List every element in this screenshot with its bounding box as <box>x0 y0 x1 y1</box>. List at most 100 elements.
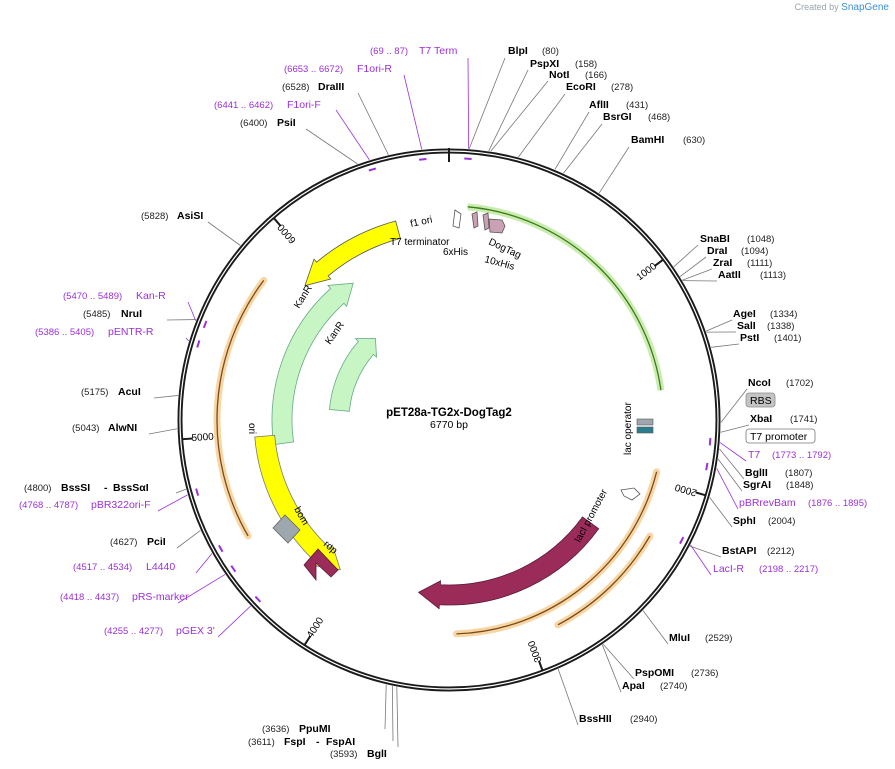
enzyme-pos: (6400) <box>240 118 267 129</box>
dogtag-feature[interactable] <box>488 218 506 234</box>
enzyme-bamhi[interactable]: BamHI <box>631 134 664 146</box>
his6-feature[interactable] <box>471 211 479 229</box>
green-arc-halo <box>467 203 665 391</box>
enzyme-aatii[interactable]: AatII <box>718 269 741 281</box>
enzyme-xbai[interactable]: XbaI <box>750 413 772 425</box>
enzyme-leader <box>720 388 748 423</box>
enzyme-bstapi[interactable]: BstAPI <box>722 545 757 557</box>
tick-mark <box>182 437 193 441</box>
kanr-inner-label[interactable]: KanR <box>323 320 346 347</box>
primer-pbr322ori-f[interactable]: pBR322ori-F <box>91 499 151 511</box>
enzyme-leader <box>305 128 358 165</box>
enzyme-sgrai[interactable]: SgrAI <box>743 479 771 491</box>
primer-pbrrevbam[interactable]: pBRrevBam <box>739 497 796 509</box>
kanr-outer-arrow[interactable] <box>271 282 354 446</box>
t7-promoter-label[interactable]: T7 promoter <box>750 431 808 443</box>
primer-l4440[interactable]: L4440 <box>146 561 175 573</box>
primer-leader <box>217 605 251 638</box>
primer-kan-r[interactable]: Kan-R <box>136 290 166 302</box>
enzyme-sphi[interactable]: SphI <box>733 515 756 527</box>
primer-site-marker <box>230 565 237 573</box>
primer-f1ori-r[interactable]: F1ori-R <box>357 63 392 75</box>
enzyme-aflii[interactable]: AflII <box>589 99 609 111</box>
his10-feature[interactable] <box>482 212 490 231</box>
primer-leader <box>185 337 190 342</box>
enzyme-asisi[interactable]: AsiSI <box>177 210 203 222</box>
enzyme-leader <box>391 686 394 742</box>
f1-ori-arrow[interactable] <box>304 220 401 287</box>
primer-f1ori-f[interactable]: F1ori-F <box>287 99 321 111</box>
rop-arrow[interactable] <box>303 548 339 582</box>
primer-pentr-r[interactable]: pENTR-R <box>108 326 154 338</box>
enzyme-pos: (4627) <box>110 537 137 548</box>
leader-lines <box>148 57 750 748</box>
primer-laci-r[interactable]: LacI-R <box>713 563 744 575</box>
enzyme-fspai[interactable]: FspAI <box>326 736 355 748</box>
separator: - <box>104 482 108 494</box>
enzyme-noti[interactable]: NotI <box>549 69 569 81</box>
enzyme-bsssi[interactable]: BssSI <box>61 482 90 494</box>
enzyme-snabi[interactable]: SnaBI <box>700 233 730 245</box>
enzyme-bgli[interactable]: BglI <box>367 748 387 760</box>
enzyme-acui[interactable]: AcuI <box>118 386 141 398</box>
snapgene-branding: Created by SnapGene <box>795 2 889 13</box>
bom-feature[interactable] <box>272 514 301 544</box>
enzyme-pcii[interactable]: PciI <box>147 536 166 548</box>
enzyme-leader <box>602 643 635 680</box>
enzyme-pspxi[interactable]: PspXI <box>530 58 559 70</box>
primer-leader <box>335 109 370 161</box>
kanr-inner-arrow[interactable] <box>329 337 378 412</box>
enzyme-bsrgi[interactable]: BsrGI <box>603 111 632 123</box>
primer-leader <box>177 574 226 604</box>
ori-label[interactable]: ori <box>246 423 257 434</box>
enzyme-fspi[interactable]: FspI <box>284 736 306 748</box>
enzyme-sali[interactable]: SalI <box>737 320 756 332</box>
t7-terminator-feature[interactable] <box>452 209 462 229</box>
enzyme-psti[interactable]: PstI <box>740 332 759 344</box>
primer-t7[interactable]: T7 <box>748 449 760 461</box>
primer-range: (5386 .. 5405) <box>35 327 94 338</box>
enzyme-pos: (166) <box>585 70 607 81</box>
lac-operator-label[interactable]: lac operator <box>623 402 634 455</box>
primer-pgex3[interactable]: pGEX 3' <box>176 625 215 637</box>
f1-ori-label[interactable]: f1 ori <box>409 215 433 230</box>
enzyme-leader <box>717 458 743 492</box>
enzyme-ecori[interactable]: EcoRI <box>566 81 596 93</box>
kanr-outer-label[interactable]: KanR <box>292 284 315 311</box>
laci-arrow[interactable] <box>417 516 600 610</box>
rbs-label[interactable]: RBS <box>750 395 772 407</box>
enzyme-alwni[interactable]: AlwNI <box>108 422 137 434</box>
enzyme-drai[interactable]: DraI <box>707 245 728 257</box>
enzyme-apai[interactable]: ApaI <box>622 680 645 692</box>
enzyme-ncoi[interactable]: NcoI <box>748 377 771 389</box>
primer-site-marker <box>218 544 224 553</box>
ori-arrow[interactable] <box>254 434 341 571</box>
primer-prs-marker[interactable]: pRS-marker <box>132 591 189 603</box>
enzyme-bsshii[interactable]: BssHII <box>579 713 612 725</box>
lac-operator-feature[interactable] <box>636 418 654 426</box>
enzyme-zrai[interactable]: ZraI <box>713 257 732 269</box>
orange-arc-laci-outer[interactable] <box>456 471 658 635</box>
enzyme-agei[interactable]: AgeI <box>733 308 756 320</box>
enzyme-mlui[interactable]: MluI <box>669 632 690 644</box>
orange-arc-kan[interactable] <box>216 279 265 537</box>
enzyme-ppumi[interactable]: PpuMI <box>299 723 331 735</box>
t7-region-arc[interactable] <box>467 206 662 391</box>
rbs-feature[interactable] <box>636 426 654 434</box>
enzyme-draiii[interactable]: DraIII <box>318 81 344 93</box>
enzyme-psii[interactable]: PsiI <box>277 117 296 129</box>
enzyme-pos: (2736) <box>691 668 718 679</box>
enzyme-bglii[interactable]: BglII <box>745 467 768 479</box>
enzyme-leader <box>563 123 603 174</box>
enzyme-blpi[interactable]: BlpI <box>508 45 528 57</box>
enzyme-nrui[interactable]: NruI <box>121 308 142 320</box>
primer-leader <box>690 544 712 576</box>
enzyme-pspomi[interactable]: PspOMI <box>635 667 674 679</box>
enzyme-pos: (1848) <box>786 480 813 491</box>
t7-terminator-label[interactable]: T7 terminator <box>390 237 450 248</box>
orange-arc-laci[interactable] <box>557 535 651 626</box>
laci-promoter-arrow[interactable] <box>620 487 641 501</box>
enzyme-bsssai[interactable]: BssSαI <box>113 482 149 494</box>
his6-label[interactable]: 6xHis <box>443 247 468 258</box>
primer-t7-term[interactable]: T7 Term <box>419 45 458 57</box>
